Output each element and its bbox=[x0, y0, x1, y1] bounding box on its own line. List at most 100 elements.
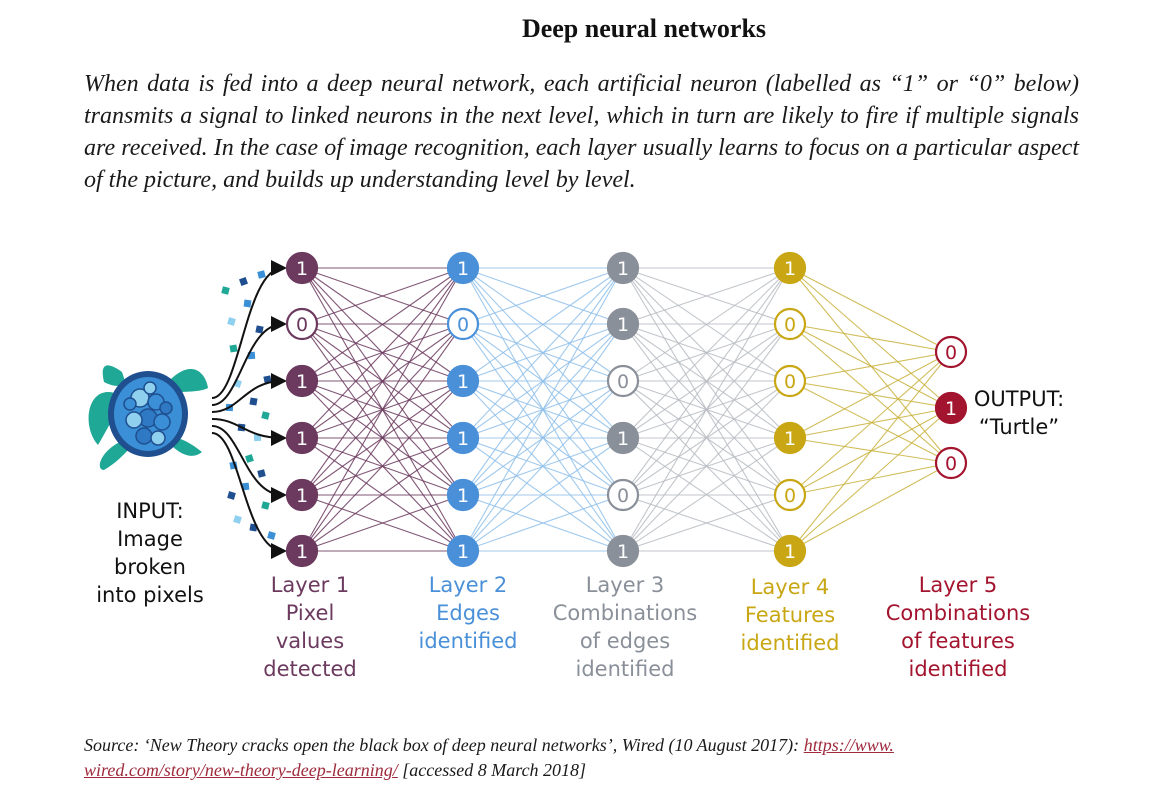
source-link[interactable]: https://www.wired.com/story/new-theory-d… bbox=[84, 735, 894, 780]
neuron-circle bbox=[934, 391, 968, 425]
neuron-value: 1 bbox=[296, 371, 308, 393]
neuron-value: 0 bbox=[945, 342, 957, 364]
neuron-value: 1 bbox=[457, 428, 469, 450]
neuron-value: 0 bbox=[296, 314, 308, 336]
connection-line bbox=[301, 437, 464, 552]
input-label-line: broken bbox=[114, 555, 186, 579]
neuron-value: 0 bbox=[784, 314, 796, 336]
connection-line bbox=[301, 267, 464, 325]
neuron-circle bbox=[285, 364, 319, 398]
source-prefix: Source: ‘New Theory cracks open the blac… bbox=[84, 735, 804, 755]
layer-2-label-line: Edges bbox=[436, 601, 500, 625]
connection-line bbox=[301, 494, 464, 552]
neuron-value: 0 bbox=[617, 485, 629, 507]
neuron-circle bbox=[773, 251, 807, 285]
pixel-square bbox=[233, 515, 242, 524]
connection-line bbox=[301, 323, 464, 552]
neuron-value: 1 bbox=[296, 428, 308, 450]
pixel-square bbox=[227, 491, 236, 500]
input-arrow bbox=[211, 418, 287, 446]
layer-1-label-line: Layer 1 bbox=[270, 573, 350, 597]
layer-3-label-line: Layer 3 bbox=[585, 573, 665, 597]
neuron-value: 1 bbox=[296, 541, 308, 563]
neuron-value: 1 bbox=[296, 258, 308, 280]
layer-3-label-line: Combinations bbox=[552, 601, 698, 625]
layer-3-neuron: 1 bbox=[606, 307, 640, 341]
connection-line bbox=[789, 323, 952, 464]
connection-line bbox=[789, 462, 952, 552]
input-arrow bbox=[211, 432, 287, 559]
neuron-circle bbox=[773, 478, 807, 512]
source-suffix: [accessed 8 March 2018] bbox=[397, 760, 587, 780]
turtle-shell-tile bbox=[159, 401, 173, 415]
connection-line bbox=[622, 437, 791, 552]
turtle-head bbox=[170, 368, 208, 392]
connection-line bbox=[301, 267, 464, 382]
layer-5-label-line: of features bbox=[901, 629, 1015, 653]
layer-4-neuron: 0 bbox=[773, 364, 807, 398]
layer-1-label: Layer 1 Pixel values detected bbox=[230, 571, 390, 683]
connection-line bbox=[622, 267, 791, 439]
layer-2-neuron: 1 bbox=[446, 251, 480, 285]
neuron-circle bbox=[773, 307, 807, 341]
connection-line bbox=[622, 267, 791, 382]
network-connections bbox=[301, 267, 952, 552]
layer-2-label: Layer 2 Edges identified bbox=[388, 571, 548, 655]
neuron-circle bbox=[606, 251, 640, 285]
connection-line bbox=[462, 267, 624, 382]
layer-4-neuron: 1 bbox=[773, 421, 807, 455]
connection-line bbox=[789, 351, 952, 439]
neuron-value: 0 bbox=[784, 485, 796, 507]
neuron-circle bbox=[446, 364, 480, 398]
connection-line bbox=[301, 380, 464, 552]
connection-line bbox=[301, 267, 464, 496]
layer-2-neuron: 1 bbox=[446, 364, 480, 398]
pixel-squares bbox=[221, 270, 276, 540]
neuron-value: 1 bbox=[457, 485, 469, 507]
neuron-value: 1 bbox=[945, 398, 957, 420]
connection-line bbox=[462, 267, 624, 439]
neuron-circle bbox=[606, 307, 640, 341]
pixel-square bbox=[257, 469, 266, 478]
input-label-line: Image bbox=[117, 527, 183, 551]
layer-3-label-line: identified bbox=[575, 657, 675, 681]
intro-paragraph: When data is fed into a deep neural netw… bbox=[84, 71, 1079, 193]
connection-line bbox=[622, 267, 791, 496]
turtle-shell-tile bbox=[123, 397, 137, 411]
turtle-shell-tile bbox=[135, 427, 153, 445]
pixel-square bbox=[261, 411, 270, 420]
input-label: INPUT: Image broken into pixels bbox=[80, 497, 220, 609]
neuron-circle bbox=[285, 307, 319, 341]
connection-line bbox=[789, 407, 952, 552]
pixel-square bbox=[267, 531, 276, 540]
connection-line bbox=[462, 267, 624, 325]
connection-line bbox=[462, 323, 624, 552]
pixel-square bbox=[249, 397, 258, 406]
neuron-circle bbox=[773, 364, 807, 398]
layer-4-label-line: Layer 4 bbox=[750, 575, 830, 599]
neuron-circle bbox=[446, 307, 480, 341]
connection-line bbox=[462, 437, 624, 552]
neuron-circle bbox=[285, 534, 319, 568]
neuron-value: 1 bbox=[617, 314, 629, 336]
neuron-circle bbox=[773, 421, 807, 455]
layer-5-neuron: 0 bbox=[934, 446, 968, 480]
neuron-circle bbox=[285, 251, 319, 285]
pixel-square bbox=[245, 454, 254, 463]
neuron-value: 0 bbox=[784, 371, 796, 393]
layer-3-label-line: of edges bbox=[579, 629, 671, 653]
layer-4-label-line: identified bbox=[740, 631, 840, 655]
neuron-circle bbox=[606, 364, 640, 398]
connection-line bbox=[789, 437, 952, 464]
output-label-line: OUTPUT: bbox=[973, 387, 1065, 411]
pixel-square bbox=[257, 270, 266, 279]
connection-line bbox=[301, 267, 464, 439]
neuron-circle bbox=[606, 421, 640, 455]
turtle-shell-tile bbox=[125, 411, 143, 429]
input-arrow bbox=[211, 373, 287, 413]
layer-2-neuron: 1 bbox=[446, 478, 480, 512]
layer-4-neuron: 0 bbox=[773, 307, 807, 341]
connection-line bbox=[789, 351, 952, 552]
